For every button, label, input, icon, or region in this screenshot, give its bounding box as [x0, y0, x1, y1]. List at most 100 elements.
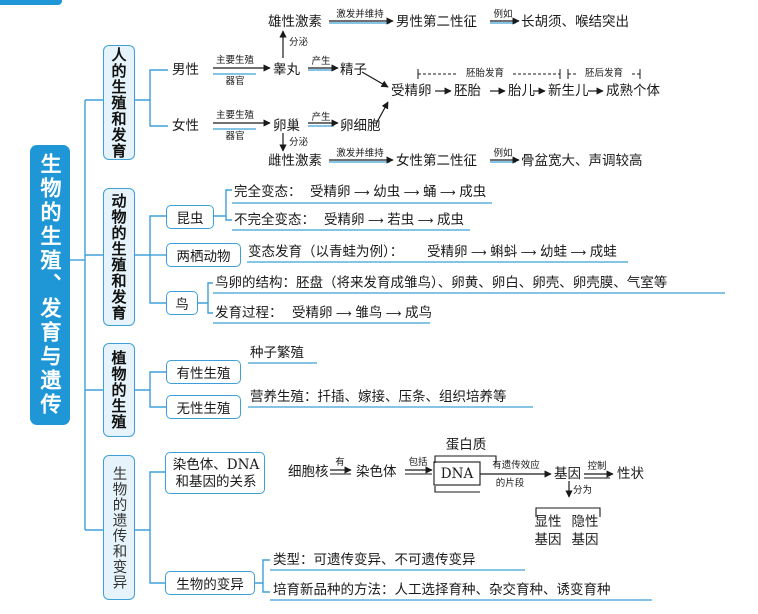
bird-dev-label: 发育过程：	[215, 305, 283, 321]
chain-step: 受精卵	[427, 244, 468, 260]
amphibian-chain: 受精卵 ⟶ 蝌蚪 ⟶ 幼蛙 ⟶ 成蛙	[427, 244, 617, 261]
female-hormone-node: 雌性激素	[268, 153, 322, 169]
breeding-methods: 培育新品种的方法：人工选择育种、杂交育种、诱变育种	[273, 582, 611, 598]
dna-node: DNA	[440, 466, 474, 482]
complete-metamorphosis-chain: 受精卵 ⟶ 幼虫 ⟶ 蛹 ⟶ 成虫	[310, 184, 486, 201]
asexual-repro-label: 无性生殖	[176, 401, 231, 417]
sperm-node: 精子	[340, 62, 367, 78]
section-plant-label: 植物的生殖	[109, 350, 128, 430]
chain-step: 受精卵	[292, 305, 333, 321]
insect-label: 昆虫	[176, 211, 204, 227]
incomplete-metamorphosis-chain: 受精卵 ⟶ 若虫 ⟶ 成虫	[324, 212, 464, 229]
main-organ-label-4: 器官	[225, 131, 245, 142]
postnatal-dev-label: 胚后发育	[582, 68, 626, 79]
chain-arrow: ⟶	[436, 186, 460, 199]
main-organ-label-2: 器官	[225, 76, 245, 87]
chain-arrow: ⟶	[382, 307, 406, 320]
secrete-label-male: 分泌	[289, 37, 309, 48]
example-label-male: 例如	[493, 9, 513, 20]
fertilized-egg-node: 受精卵	[391, 83, 432, 99]
testis-node: 睾丸	[273, 62, 300, 78]
sexual-repro-label: 有性生殖	[176, 366, 231, 382]
variation-types: 类型：可遗传变异、不可遗传变异	[273, 552, 476, 568]
chain-step: 成鸟	[405, 305, 433, 321]
chain-step: 雏鸟	[355, 305, 383, 321]
stimulate-label-male: 激发并维持	[336, 9, 384, 20]
bird-box: 鸟	[166, 291, 198, 315]
male-hormone-node: 雄性激素	[268, 14, 322, 30]
sexual-repro-desc: 种子繁殖	[250, 345, 304, 361]
chain-arrow: ⟶	[517, 246, 541, 259]
egg-node: 卵细胞	[340, 118, 381, 134]
chromosome-node: 染色体	[356, 464, 397, 480]
complete-metamorphosis-label: 完全变态：	[234, 184, 302, 200]
root-title: 生物的生殖、发育与遗传	[38, 153, 63, 417]
corner-tab	[0, 0, 62, 5]
recessive-gene-line-2: 基因	[571, 532, 599, 548]
ovary-node: 卵巢	[273, 118, 300, 134]
section-human: 人的生殖和发育	[103, 45, 135, 160]
insect-box: 昆虫	[166, 205, 214, 229]
bird-dev-chain: 受精卵 ⟶ 雏鸟 ⟶ 成鸟	[292, 305, 432, 322]
incomplete-metamorphosis-label: 不完全变态：	[234, 212, 315, 228]
chain-step: 受精卵	[310, 184, 351, 200]
chain-arrow: ⟶	[364, 214, 388, 227]
male-traits-node: 男性第二性征	[396, 14, 477, 30]
root-node: 生物的生殖、发育与遗传	[30, 145, 70, 425]
gene-node: 基因	[554, 466, 581, 482]
dominant-gene-line-1: 显性	[534, 514, 562, 530]
main-organ-label-1: 主要生殖	[215, 55, 255, 66]
divide-label: 分为	[573, 485, 593, 496]
chain-step: 成蛙	[589, 244, 617, 260]
relation-line-1: 染色体、DNA	[172, 457, 260, 473]
chain-step: 成虫	[459, 184, 487, 200]
chain-arrow: ⟶	[414, 214, 438, 227]
has-label: 有	[335, 457, 345, 468]
asexual-repro-box: 无性生殖	[166, 395, 241, 419]
secrete-label-female: 分泌	[289, 137, 309, 148]
male-node: 男性	[172, 62, 199, 78]
section-heredity: 生物的遗传和变异	[103, 455, 135, 600]
female-node: 女性	[172, 118, 199, 134]
trait-node: 性状	[617, 466, 644, 482]
amphibian-desc-label: 变态发育（以青蛙为例）：	[248, 244, 404, 260]
chain-arrow: ⟶	[567, 246, 590, 259]
chain-step: 受精卵	[324, 212, 365, 228]
variation-box: 生物的变异	[165, 571, 255, 595]
control-label: 控制	[587, 461, 607, 472]
section-human-label: 人的生殖和发育	[109, 46, 128, 159]
amphibian-box: 两栖动物	[166, 243, 241, 267]
chain-arrow: ⟶	[467, 246, 491, 259]
recessive-gene-line-1: 隐性	[571, 514, 599, 530]
contains-label: 包括	[408, 457, 428, 468]
newborn-node: 新生儿	[548, 83, 589, 99]
chain-arrow: ⟶	[400, 186, 424, 199]
protein-node: 蛋白质	[445, 437, 487, 453]
section-animal: 动物的生殖和发育	[103, 188, 135, 326]
produce-label-male: 产生	[311, 56, 331, 67]
stimulate-label-female: 激发并维持	[336, 148, 384, 159]
section-heredity-label: 生物的遗传和变异	[110, 465, 127, 590]
bird-label: 鸟	[175, 297, 189, 313]
chain-arrow: ⟶	[350, 186, 374, 199]
relation-box: 染色体、DNA 和基因的关系	[165, 452, 265, 494]
section-plant: 植物的生殖	[103, 343, 135, 437]
relation-line-2: 和基因的关系	[175, 474, 257, 490]
chain-arrow: ⟶	[332, 307, 356, 320]
female-examples: 骨盆宽大、声调较高	[521, 153, 643, 169]
main-organ-label-3: 主要生殖	[215, 110, 255, 121]
dominant-gene-line-2: 基因	[534, 532, 562, 548]
chain-step: 蝌蚪	[490, 244, 518, 260]
chain-step: 若虫	[387, 212, 415, 228]
asexual-repro-desc: 营养生殖：扦插、嫁接、压条、组织培养等	[250, 389, 507, 405]
produce-label-female: 产生	[311, 112, 331, 123]
bird-egg-structure: 鸟卵的结构：胚盘（将来发育成雏鸟）、卵黄、卵白、卵壳、卵壳膜、气室等	[215, 275, 668, 291]
sexual-repro-box: 有性生殖	[166, 360, 241, 384]
chain-step: 幼虫	[373, 184, 401, 200]
male-examples: 长胡须、喉结突出	[521, 14, 629, 30]
adult-node: 成熟个体	[606, 83, 660, 99]
embryo-node: 胚胎	[454, 83, 481, 99]
section-animal-label: 动物的生殖和发育	[109, 193, 128, 321]
